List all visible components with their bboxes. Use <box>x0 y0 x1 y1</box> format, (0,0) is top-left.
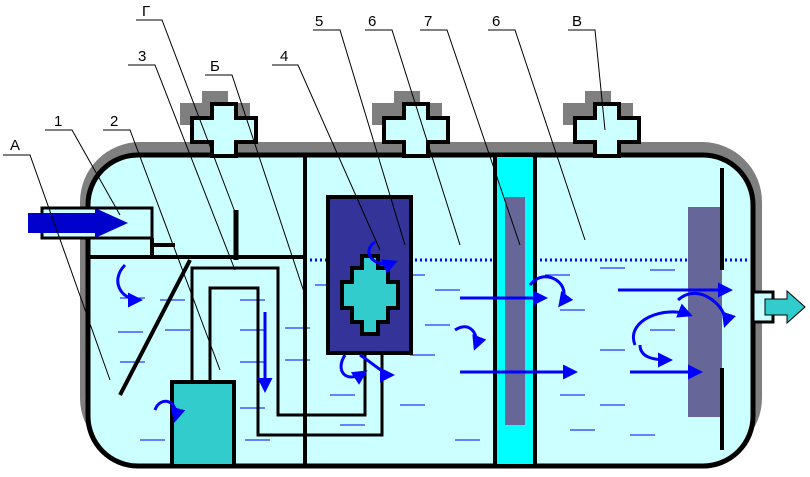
access-hatches <box>190 102 641 158</box>
callout-leaders <box>3 19 606 381</box>
outlet-filter-panel <box>688 207 722 417</box>
flow-arrows <box>116 240 736 423</box>
leader-A <box>3 154 111 381</box>
filter-media <box>505 197 525 425</box>
outlet-flow-arrow <box>764 289 806 325</box>
label-1: 1 <box>54 113 62 130</box>
label-4: 4 <box>280 48 288 65</box>
label-A: А <box>10 137 20 154</box>
inlet-tray <box>88 238 305 259</box>
callout-labels: А 1 2 3 Г Б 4 5 6 7 6 В <box>10 3 582 154</box>
label-7: 7 <box>424 13 432 30</box>
siphon-pipes <box>190 266 384 437</box>
leader-V <box>568 29 606 131</box>
leader-4 <box>272 64 381 251</box>
label-3: 3 <box>138 48 146 65</box>
label-V: В <box>572 13 582 30</box>
label-6b: 6 <box>492 13 500 30</box>
label-2: 2 <box>110 113 118 130</box>
leader-B <box>205 74 306 296</box>
inclined-baffle <box>118 259 192 396</box>
label-5: 5 <box>315 13 323 30</box>
separator-insert <box>340 254 400 336</box>
leader-5 <box>313 29 406 246</box>
inlet-flow-arrow <box>28 208 128 238</box>
leader-7 <box>420 29 521 246</box>
leader-1 <box>45 129 121 216</box>
leader-2 <box>103 129 221 371</box>
label-G: Г <box>142 3 150 20</box>
label-B: Б <box>210 58 220 75</box>
leader-G <box>136 19 239 221</box>
leader-6b <box>488 29 586 241</box>
label-6a: 6 <box>368 13 376 30</box>
leader-3 <box>128 64 236 271</box>
leader-6a <box>365 29 461 246</box>
pump-body <box>170 380 236 468</box>
